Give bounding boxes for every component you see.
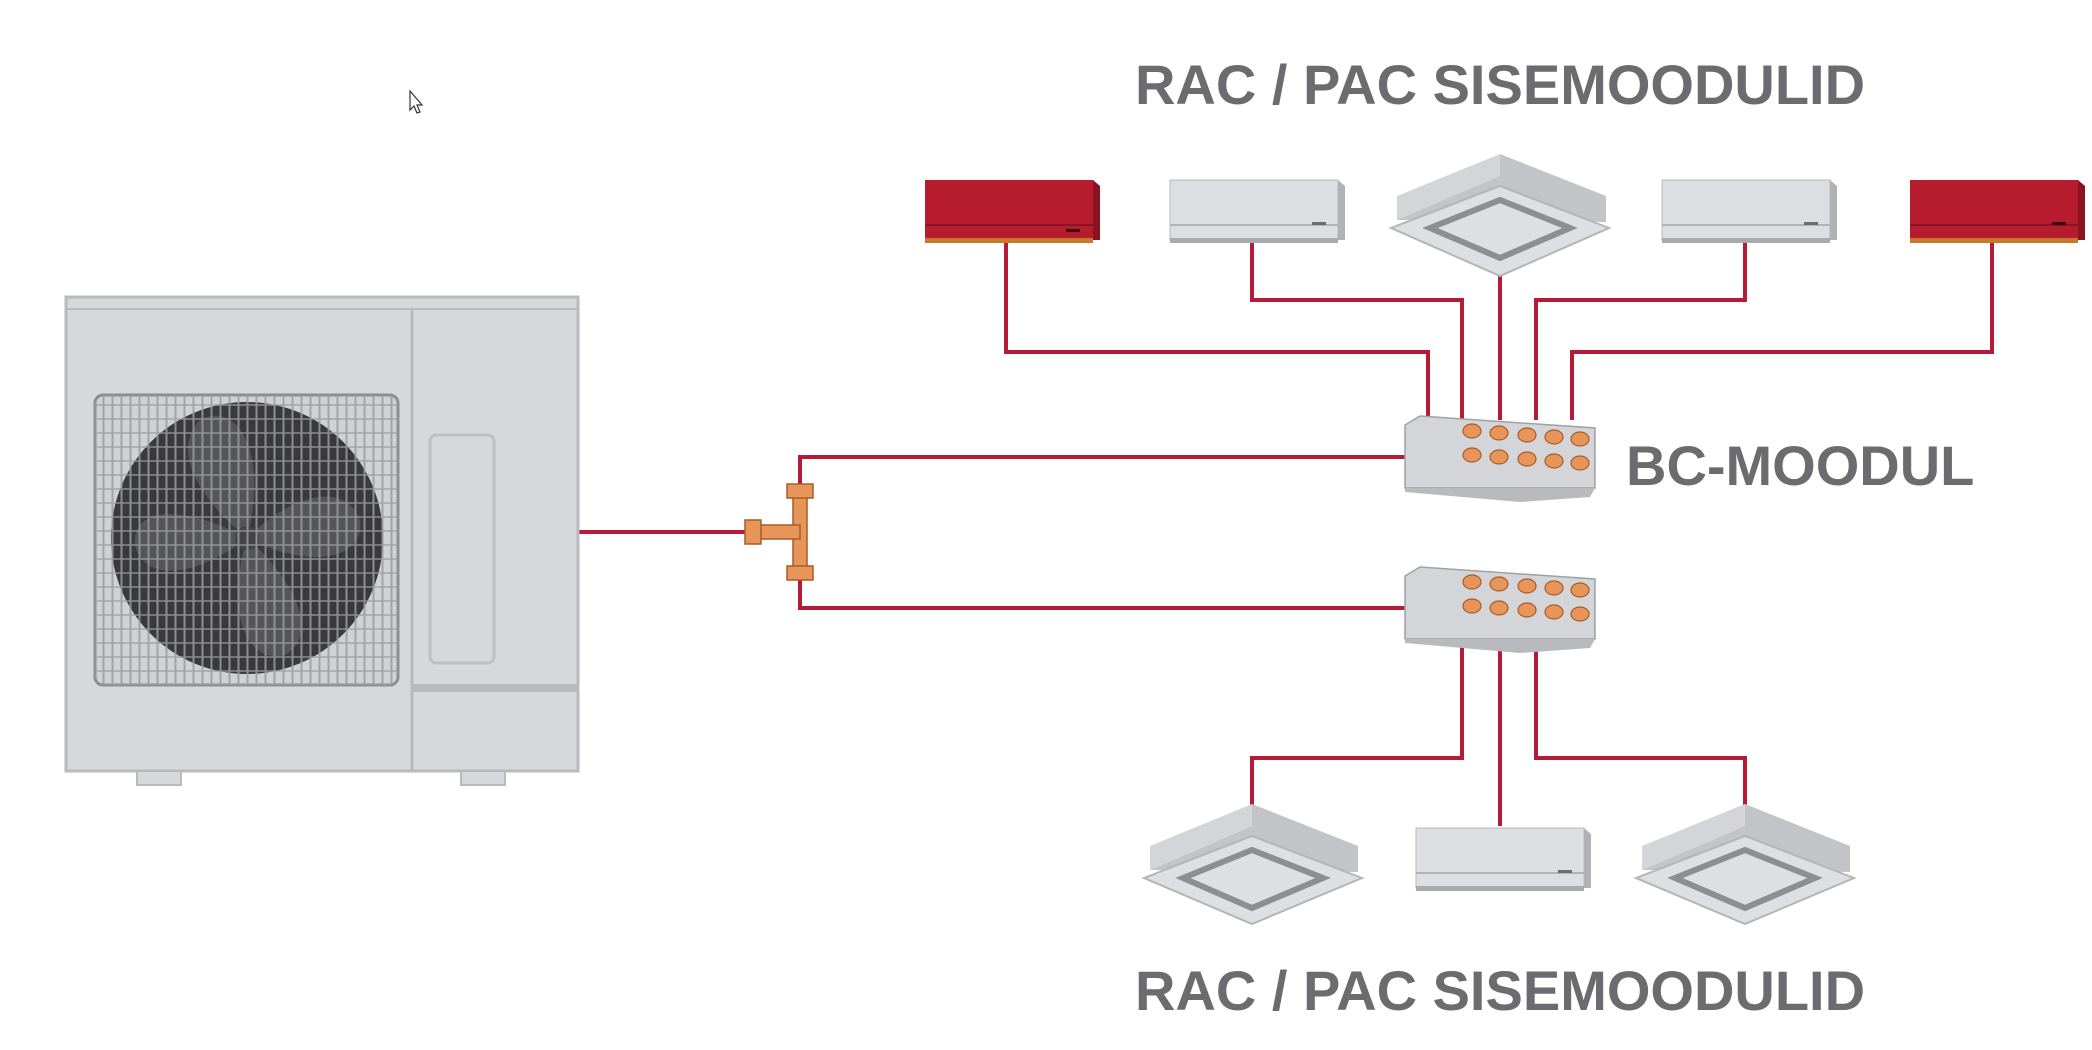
indoor-unit-wall-red-left	[925, 180, 1100, 243]
outdoor-unit	[64, 295, 580, 786]
pipe-top-unit-2	[1250, 242, 1464, 420]
pipe-top-unit-5	[1570, 242, 1994, 420]
top-indoor-units-title: RAC / PAC SISEMOODULID	[1135, 53, 1865, 116]
bc-controller-upper	[1404, 415, 1596, 502]
pipe-tee-to-bc-lower	[798, 572, 1405, 610]
bottom-indoor-units-title: RAC / PAC SISEMOODULID	[1135, 959, 1865, 1022]
pipe-top-unit-4	[1534, 242, 1747, 420]
indoor-unit-wall-grey-2	[1661, 179, 1837, 243]
bc-controller-lower	[1404, 566, 1596, 653]
pipe-bottom-unit-3	[1534, 642, 1747, 808]
indoor-unit-wall-grey-bottom	[1415, 827, 1591, 891]
indoor-unit-wall-grey-1	[1169, 179, 1345, 243]
bc-module-label: BC-MOODUL	[1626, 434, 1974, 497]
indoor-unit-cassette-bottom-left	[1141, 804, 1365, 926]
pipe-bottom-unit-1	[1250, 642, 1464, 808]
indoor-unit-wall-red-right	[1910, 180, 2085, 243]
mouse-pointer-icon	[409, 89, 424, 114]
refrigerant-pipes	[578, 242, 1994, 826]
fan-icon	[93, 393, 400, 687]
pipe-top-unit-1	[1004, 242, 1430, 420]
indoor-unit-cassette-bottom-right	[1633, 804, 1857, 926]
indoor-unit-cassette-top	[1388, 154, 1612, 278]
y-branch-joint	[744, 483, 814, 581]
pipe-tee-to-bc-upper	[798, 455, 1405, 492]
